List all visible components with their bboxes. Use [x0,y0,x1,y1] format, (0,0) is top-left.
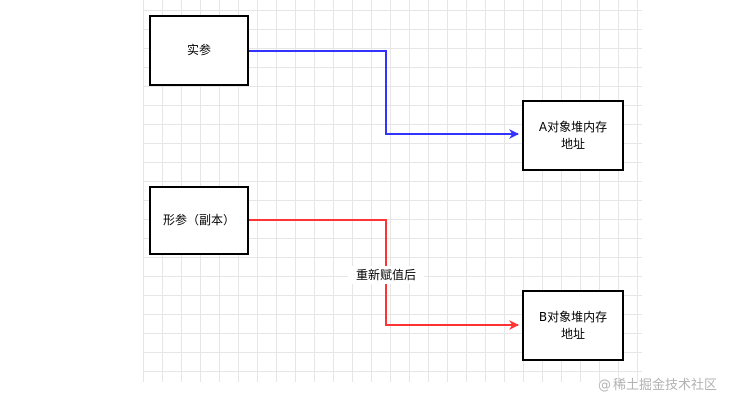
node-heap-a-label: A对象堆内存 地址 [538,119,608,151]
node-formal-parameter-label: 形参（副本） [162,213,235,227]
watermark-text: 稀土掘金技术社区 [613,378,718,393]
watermark-at-icon: @ [598,378,611,393]
edge-actual-to-heap-a [249,50,519,139]
node-formal-parameter[interactable]: 形参（副本） [149,186,249,255]
node-heap-b[interactable]: B对象堆内存 地址 [522,290,624,361]
node-actual-parameter-label: 实参 [186,43,211,57]
watermark: @ 稀土掘金技术社区 [598,376,717,396]
node-heap-b-label: B对象堆内存 地址 [538,309,608,341]
edge-label-reassign: 重新赋值后 [348,266,424,284]
node-actual-parameter[interactable]: 实参 [149,15,249,86]
node-heap-a[interactable]: A对象堆内存 地址 [522,100,624,171]
